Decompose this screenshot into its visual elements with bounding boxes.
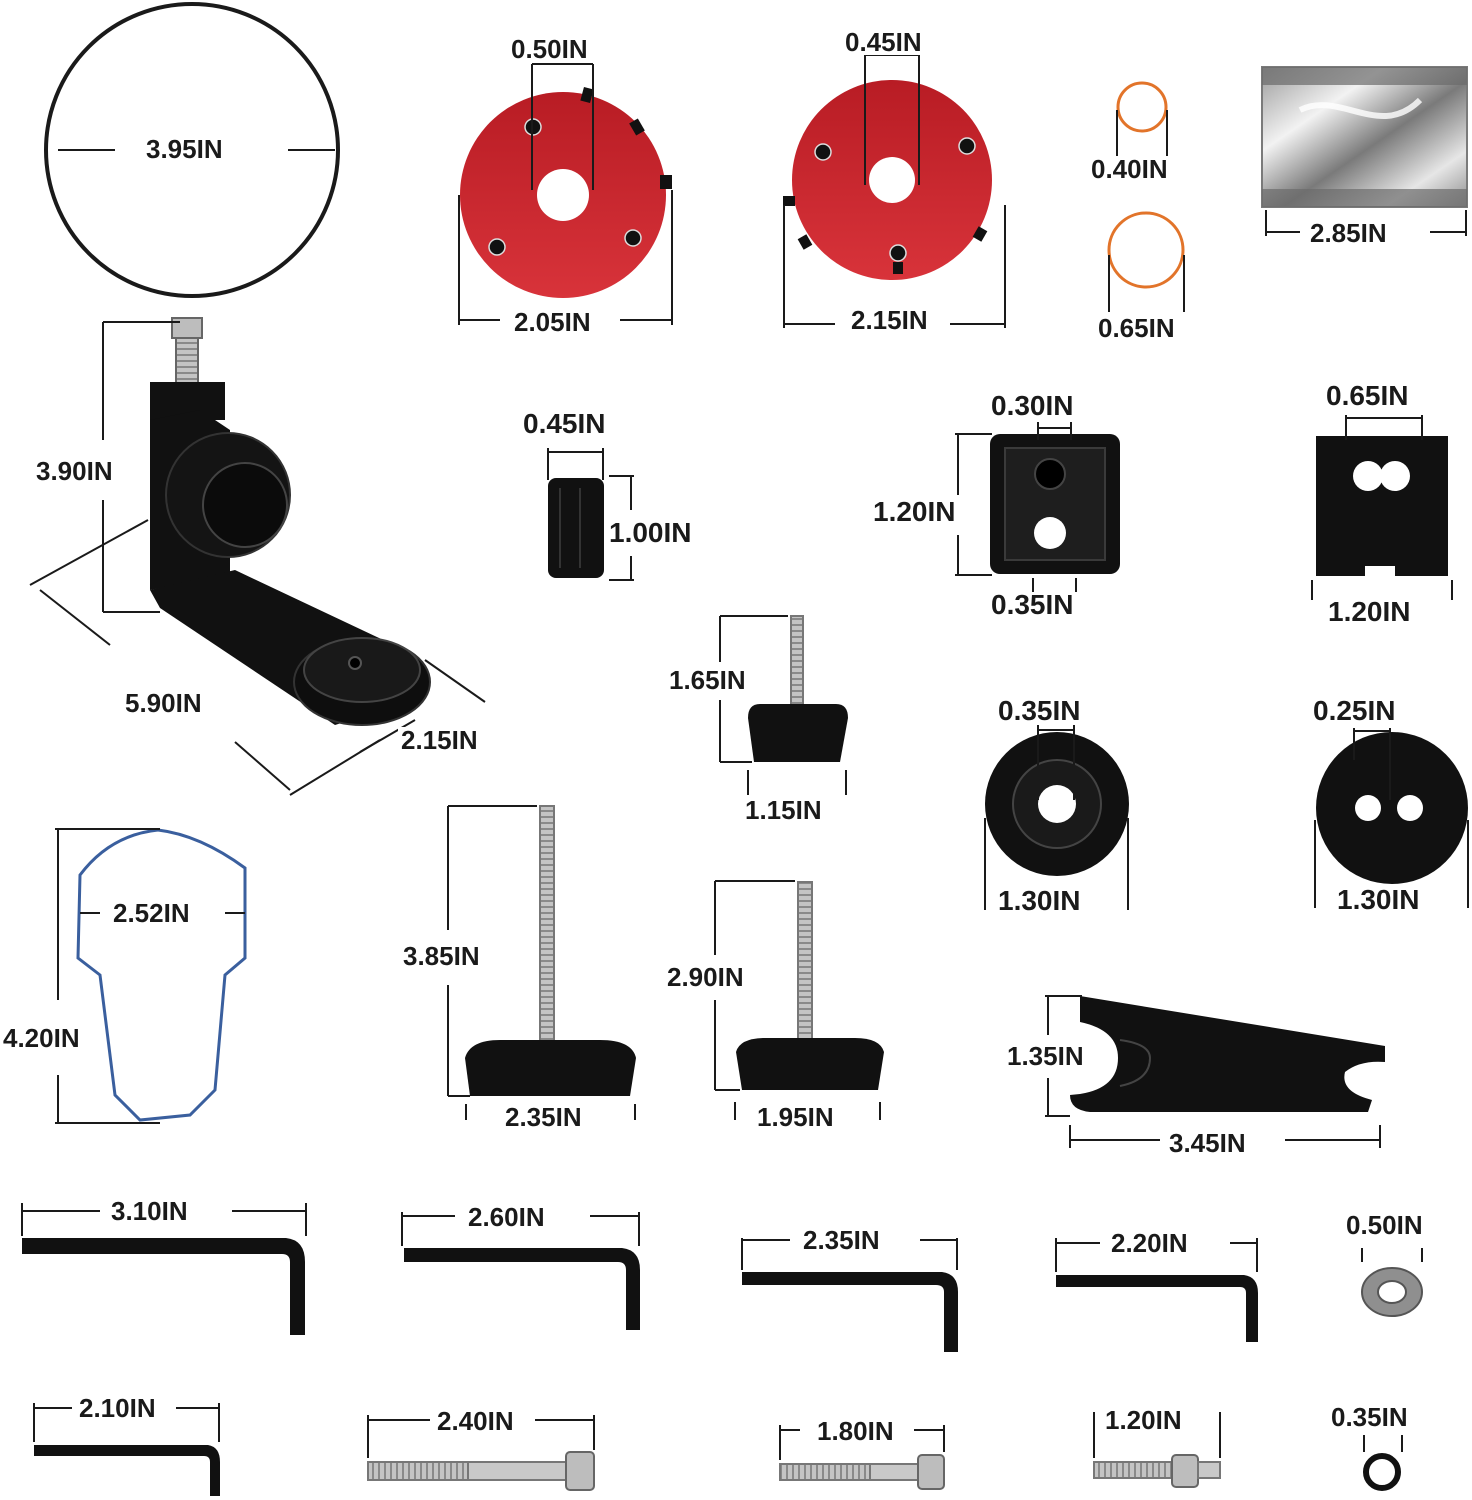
spacer-height-label: 1.00IN [609, 517, 692, 548]
thumb-screw-large-height-label: 3.85IN [400, 943, 483, 969]
adhesive-pad-b-icon [783, 54, 1006, 328]
thumb-screw-large-icon [447, 805, 636, 1120]
socket-bolt-2-icon [779, 1425, 945, 1490]
bracket-height-label: 3.90IN [33, 458, 116, 484]
bolt-1-label: 2.40IN [434, 1408, 517, 1434]
thumb-screw-small-width-label: 1.15IN [745, 795, 822, 825]
wrench-height-label: 1.35IN [1004, 1043, 1087, 1069]
shim-icon [1311, 415, 1453, 600]
bracket-width-label: 2.15IN [398, 727, 481, 753]
square-mount-top-label: 0.30IN [991, 390, 1074, 421]
washer-icon [1361, 1248, 1423, 1317]
grease-packet-icon [1261, 66, 1468, 236]
thumb-screw-medium-width-label: 1.95IN [754, 1104, 837, 1130]
hex-key-3-icon [741, 1238, 958, 1352]
hex-key-1-icon [21, 1203, 307, 1335]
gasket-outline-icon [55, 828, 247, 1124]
bracket-length-label: 5.90IN [125, 688, 202, 718]
hex-key-2-icon [401, 1212, 640, 1330]
spacer-width-label: 0.45IN [520, 410, 609, 438]
thumb-screw-medium-height-label: 2.90IN [664, 964, 747, 990]
o-ring-diameter-label: 3.95IN [143, 136, 226, 162]
hex-key-5-label: 2.10IN [76, 1395, 159, 1421]
small-o-ring-a-label: 0.40IN [1088, 156, 1171, 182]
hex-key-2-label: 2.60IN [465, 1204, 548, 1230]
bolt-3-label: 1.20IN [1102, 1407, 1185, 1433]
spacer-icon [547, 448, 634, 581]
shim-slot-label: 0.65IN [1326, 380, 1409, 411]
small-o-ring-b-label: 0.65IN [1095, 315, 1178, 341]
gasket-height-label: 4.20IN [0, 1025, 83, 1051]
small-ring-icon [1363, 1435, 1403, 1491]
washer-label: 0.50IN [1346, 1210, 1423, 1240]
small-o-ring-b-icon [1107, 211, 1185, 312]
round-mount-b-icon [1314, 728, 1469, 908]
round-mount-a-width-label: 1.30IN [995, 887, 1084, 915]
round-mount-a-icon [984, 725, 1129, 910]
spanner-wrench-icon [1045, 995, 1385, 1148]
large-o-ring-icon [44, 2, 340, 298]
gasket-width-label: 2.52IN [110, 900, 193, 926]
shim-width-label: 1.20IN [1328, 596, 1411, 627]
square-mount-bottom-label: 0.35IN [991, 589, 1074, 620]
thumb-screw-medium-icon [714, 880, 884, 1120]
hex-key-4-icon [1055, 1238, 1258, 1342]
hex-key-4-label: 2.20IN [1108, 1230, 1191, 1256]
thumb-screw-small-height-label: 1.65IN [666, 667, 749, 693]
adhesive-pad-a-icon [458, 63, 673, 325]
wrench-length-label: 3.45IN [1166, 1130, 1249, 1156]
square-mount-height-label: 1.20IN [870, 498, 959, 526]
socket-bolt-1-icon [367, 1415, 595, 1491]
round-mount-a-hole-label: 0.35IN [998, 695, 1081, 726]
bolt-2-label: 1.80IN [814, 1418, 897, 1444]
small-o-ring-a-icon [1116, 81, 1168, 160]
thumb-screw-small-icon [719, 615, 848, 795]
round-mount-b-hole-label: 0.25IN [1313, 695, 1396, 726]
round-mount-b-width-label: 1.30IN [1334, 886, 1423, 914]
mounting-bracket-icon [29, 317, 486, 796]
hex-key-3-label: 2.35IN [800, 1227, 883, 1253]
pad-b-width-label: 2.15IN [848, 307, 931, 333]
pad-b-hole-label: 0.45IN [842, 29, 925, 55]
hex-key-1-label: 3.10IN [108, 1198, 191, 1224]
square-mount-icon [955, 422, 1120, 592]
pad-a-width-label: 2.05IN [511, 309, 594, 335]
thumb-screw-large-width-label: 2.35IN [502, 1104, 585, 1130]
hex-key-5-icon [33, 1403, 220, 1496]
socket-bolt-3-icon [1093, 1412, 1221, 1488]
pad-a-hole-label: 0.50IN [508, 36, 591, 62]
small-ring-label: 0.35IN [1331, 1402, 1408, 1432]
packet-width-label: 2.85IN [1307, 220, 1390, 246]
